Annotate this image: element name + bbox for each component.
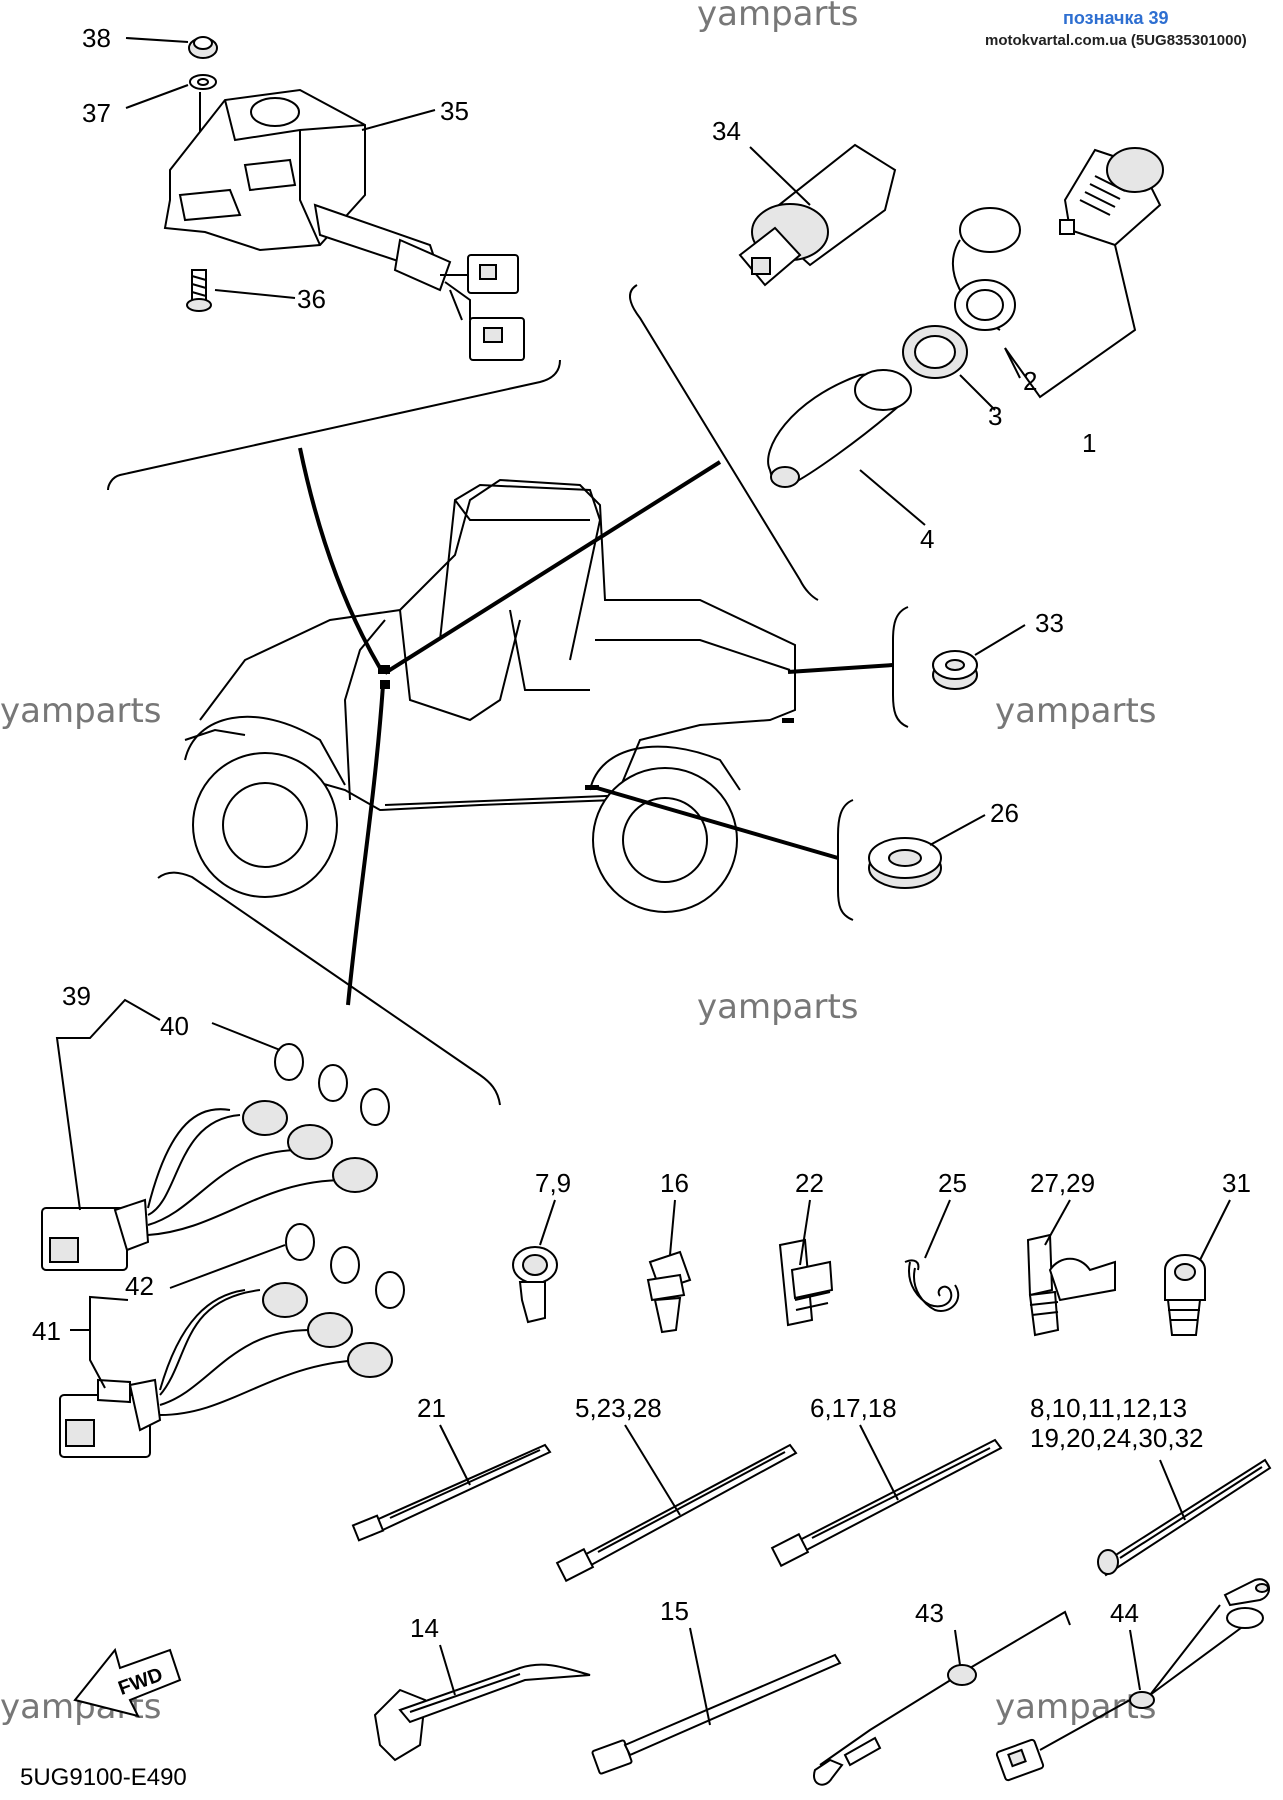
callout-16: 16 (660, 1168, 689, 1198)
callout-4: 4 (920, 524, 934, 554)
leader-6-17-18 (859, 1424, 899, 1501)
harness-bracket (157, 871, 501, 1106)
socket-bracket (629, 284, 819, 601)
leader-43 (954, 1629, 961, 1666)
socket-assembly (767, 147, 1164, 488)
source-label: motokvartal.com.ua (5UG835301000) (985, 32, 1247, 49)
reference-label: позначка 39 (1063, 8, 1169, 28)
bracket-39 (55, 998, 161, 1211)
callout-31: 31 (1222, 1168, 1251, 1198)
watermark-bottom-right: yamparts (995, 1687, 1157, 1727)
clip-16 (646, 1250, 692, 1334)
tie-14 (373, 1663, 591, 1762)
grommet-33 (932, 650, 978, 690)
harness-39 (41, 1043, 390, 1271)
leader-vehicle-harness (346, 684, 385, 1006)
grommet-26 (868, 837, 942, 889)
leader-4 (859, 469, 926, 526)
switch-34 (738, 143, 897, 287)
callout-3: 3 (988, 401, 1002, 431)
callout-1: 1 (1082, 428, 1096, 458)
callout-40: 40 (160, 1011, 189, 1041)
callout-35: 35 (440, 96, 469, 126)
leader-vehicle-26 (596, 786, 839, 860)
callout-27-29: 27,29 (1030, 1168, 1095, 1198)
leader-44 (1129, 1629, 1141, 1691)
leader-8-32 (1159, 1459, 1186, 1521)
leader-vehicle-relay (298, 447, 382, 670)
leader-22 (799, 1199, 811, 1266)
callout-15: 15 (660, 1596, 689, 1626)
leader-42 (169, 1244, 286, 1289)
callout-19-32: 19,20,24,30,32 (1030, 1423, 1204, 1453)
leader-35 (361, 109, 436, 131)
callout-6-17-18: 6,17,18 (810, 1393, 897, 1423)
callout-21: 21 (417, 1393, 446, 1423)
leader-31 (1199, 1199, 1231, 1261)
callout-26: 26 (990, 798, 1019, 828)
harness-41 (59, 1223, 405, 1458)
lead-43 (813, 1610, 1071, 1786)
clip-25 (904, 1259, 960, 1312)
callout-34: 34 (712, 116, 741, 146)
tie-5-23-28 (555, 1443, 798, 1583)
leader-7-9 (539, 1199, 556, 1246)
callout-5-23-28: 5,23,28 (575, 1393, 662, 1423)
callout-44: 44 (1110, 1598, 1139, 1628)
leader-33 (974, 624, 1026, 656)
leader-2 (1004, 347, 1021, 379)
leader-vehicle-33 (787, 663, 894, 674)
callout-14: 14 (410, 1613, 439, 1643)
callout-7-9: 7,9 (535, 1168, 571, 1198)
callout-36: 36 (297, 284, 326, 314)
leader-37 (125, 84, 189, 109)
leader-26 (929, 814, 986, 846)
clip-7-9 (512, 1246, 558, 1324)
leader-16 (669, 1199, 676, 1256)
bracket-41 (70, 1295, 129, 1389)
callout-38: 38 (82, 23, 111, 53)
vehicle-illustration (184, 478, 796, 913)
callout-33: 33 (1035, 608, 1064, 638)
callout-41: 41 (32, 1316, 61, 1346)
callout-37: 37 (82, 98, 111, 128)
watermark-middle: yamparts (697, 987, 859, 1027)
callout-8-13: 8,10,11,12,13 (1030, 1393, 1187, 1423)
callout-2: 2 (1023, 366, 1037, 396)
leader-14 (439, 1644, 456, 1696)
clip-22 (778, 1238, 834, 1327)
bracket-1 (1004, 244, 1137, 399)
diagram-code: 5UG9100-E490 (20, 1764, 187, 1791)
leader-21 (439, 1424, 471, 1486)
clip-27-29 (1026, 1233, 1116, 1337)
leader-5-23-28 (624, 1424, 681, 1516)
bracket-26 (837, 799, 854, 921)
callout-25: 25 (938, 1168, 967, 1198)
leader-40 (211, 1022, 281, 1051)
leader-25 (924, 1199, 951, 1259)
tie-15 (591, 1653, 842, 1775)
watermark-left: yamparts (0, 691, 162, 731)
leader-3 (959, 374, 996, 411)
leader-34 (749, 146, 811, 206)
leader-38 (125, 37, 189, 43)
bracket-33 (892, 606, 909, 728)
callout-22: 22 (795, 1168, 824, 1198)
lead-44 (995, 1578, 1270, 1782)
relay-assembly (107, 36, 561, 491)
tie-6-17-18 (770, 1438, 1003, 1568)
watermark-right: yamparts (995, 691, 1157, 731)
leader-vehicle-socket (383, 460, 722, 675)
leader-15 (689, 1627, 711, 1726)
tie-21 (351, 1443, 552, 1542)
watermark-top: yamparts (697, 0, 859, 34)
callout-42: 42 (125, 1271, 154, 1301)
clip-31 (1164, 1254, 1206, 1336)
leader-27-29 (1044, 1199, 1071, 1246)
leader-36 (214, 289, 296, 299)
callout-39: 39 (62, 981, 91, 1011)
callout-43: 43 (915, 1598, 944, 1628)
